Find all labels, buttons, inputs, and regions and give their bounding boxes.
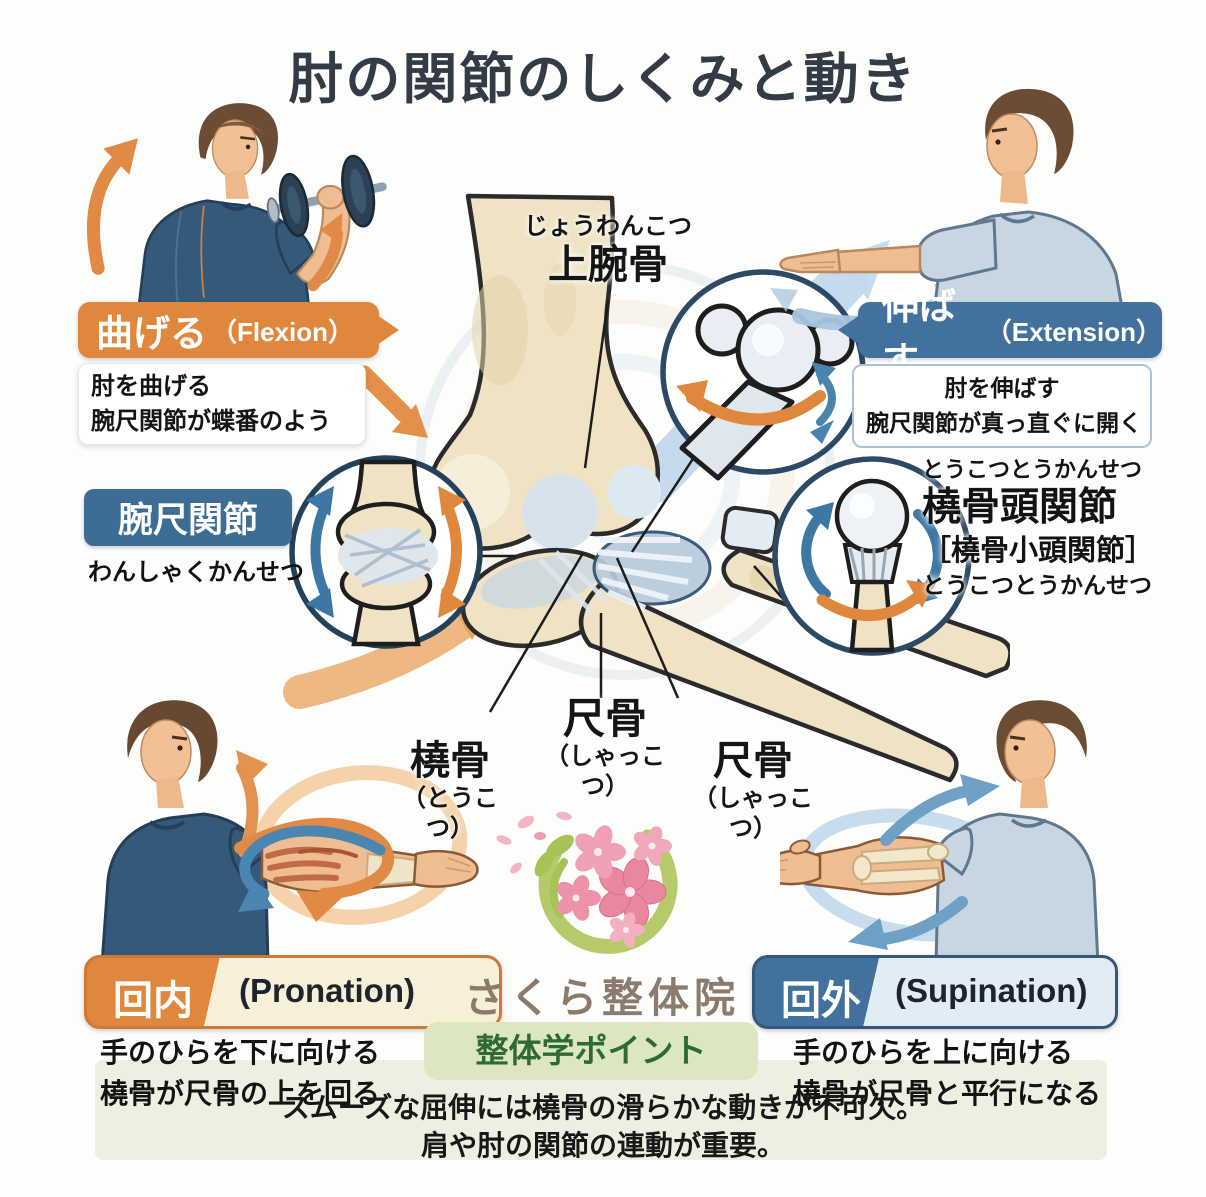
- extension-man: [779, 88, 1128, 330]
- radius-name: 橈骨: [410, 739, 490, 783]
- extension-desc-line2: 腕尺関節が真っ直ぐに開く: [866, 410, 1142, 436]
- extension-figure: [770, 88, 1128, 330]
- flexion-arrow-left: [86, 138, 138, 275]
- flexion-desc-line1: 肘を曲げる: [91, 373, 211, 400]
- ulna-right-label: 尺骨 （しゃっこつ）: [678, 738, 828, 844]
- flexion-banner: 曲げる （Flexion）: [78, 302, 399, 358]
- extension-banner: 伸ばす （Extension）: [838, 286, 1162, 381]
- pronation-arrows: [234, 750, 395, 922]
- supination-desc-line1: 手のひらを上に向ける: [793, 1037, 1074, 1068]
- supination-man: [780, 700, 1100, 965]
- humeroulnar-callout: [289, 455, 483, 649]
- radiohumeral-alt-name: ［橈骨小頭関節］: [922, 535, 1155, 567]
- supination-description: 手のひらを上に向ける 橈骨が尺骨と平行になる: [793, 1032, 1101, 1114]
- point-title: 整体学ポイント: [475, 1032, 707, 1069]
- humeroulnar-name: 腕尺関節: [117, 501, 258, 540]
- humerus-name: 上腕骨: [548, 243, 668, 287]
- supination-desc-line2: 橈骨が尺骨と平行になる: [793, 1078, 1102, 1109]
- ulna-mid-label: 尺骨 （しゃっこつ）: [530, 696, 680, 802]
- flexion-desc-line2: 腕尺関節が蝶番のよう: [91, 408, 331, 435]
- humerus-label: じょうわんこつ 上腕骨: [498, 212, 718, 288]
- ulna-mid-name: 尺骨: [562, 695, 647, 742]
- radius-furigana: （とうこつ）: [402, 785, 498, 842]
- supination-arrows: [848, 774, 1000, 950]
- flexion-figure: [86, 103, 387, 315]
- sakura-clinic-logo-icon: [496, 811, 678, 954]
- extension-label-en: （Extension）: [985, 316, 1162, 347]
- pronation-figure: [100, 700, 479, 965]
- radiohumeral-name: 橈骨頭関節: [922, 486, 1118, 529]
- radius-label: 橈骨 （とうこつ）: [390, 738, 510, 844]
- radiohumeral-furigana-top: とうこつとうかんせつ: [922, 457, 1143, 482]
- elbow-joint-illustration: [283, 193, 1010, 783]
- flexion-label-jp: 曲げる: [96, 313, 207, 354]
- ulna-right-furigana: （しゃっこつ）: [693, 785, 813, 842]
- pronation-label-en: (Pronation): [239, 972, 415, 1009]
- flexion-description: 肘を曲げる 腕尺関節が蝶番のよう: [78, 363, 366, 445]
- leader-lines: [480, 299, 801, 713]
- point-line1: スムーズな屈伸には橈骨の滑らかな動きが不可欠。: [281, 1092, 925, 1123]
- flexion-man: [136, 103, 387, 315]
- pronation-description: 手のひらを下に向ける 橈骨が尺骨の上を回る: [100, 1032, 380, 1114]
- supination-figure: [780, 700, 1100, 965]
- pronation-desc-line2: 橈骨が尺骨の上を回る: [100, 1078, 381, 1109]
- joint-ligaments: [538, 530, 712, 612]
- supination-label-en: (Supination): [895, 972, 1088, 1009]
- pronation-desc-line1: 手のひらを下に向ける: [100, 1037, 381, 1068]
- radial-head-callout: [772, 456, 972, 656]
- radiohumeral-furigana-bottom: とうこつとうかんせつ: [922, 572, 1152, 598]
- ulna-mid-furigana: （しゃっこつ）: [545, 743, 665, 800]
- point-line2: 肩や肘の関節の連動が重要。: [420, 1130, 785, 1161]
- humeroulnar-banner: 腕尺関節: [84, 489, 292, 546]
- pronation-label-jp: 回内: [113, 979, 193, 1023]
- supination-label-jp: 回外: [781, 979, 861, 1023]
- humerus-furigana: じょうわんこつ: [524, 213, 692, 240]
- sakura-clinic-logo-text: さくら整体院: [464, 975, 740, 1021]
- ulna-right-name: 尺骨: [713, 739, 793, 783]
- page-title: 肘の関節のしくみと動き: [288, 48, 918, 110]
- scattered-petals: [496, 811, 572, 874]
- extension-description: 肘を伸ばす 腕尺関節が真っ直ぐに開く: [852, 364, 1152, 448]
- extension-desc-line1: 肘を伸ばす: [944, 375, 1060, 401]
- point-title-box: 整体学ポイント: [424, 1022, 758, 1080]
- radiohumeral-label: とうこつとうかんせつ 橈骨頭関節 ［橈骨小頭関節］ とうこつとうかんせつ: [922, 456, 1154, 600]
- supination-banner: 回外 (Supination): [752, 955, 1118, 1029]
- sakura-flowers: [556, 825, 672, 948]
- flexion-label-en: （Flexion）: [211, 316, 355, 347]
- flexion-arrow-elbow: [307, 212, 343, 292]
- pronation-banner: 回内 (Pronation): [84, 955, 502, 1029]
- humeroulnar-furigana: わんしゃくかんせつ: [88, 559, 304, 586]
